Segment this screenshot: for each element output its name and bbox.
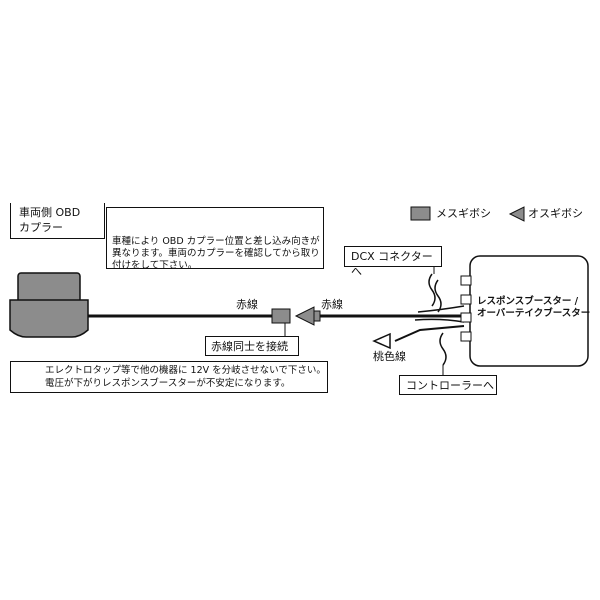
wire-label-pink: 桃色線 xyxy=(373,350,406,363)
dcx-wavy-wire xyxy=(428,273,436,307)
legend-male-label: オスギボシ xyxy=(528,207,583,220)
caution-tap-box: エレクトロタップ等で他の機器に 12V を分岐させないで下さい。 電圧が下がりレ… xyxy=(10,361,328,393)
vehicle-obd-coupler xyxy=(9,272,89,338)
booster-label: レスポンスブースター / オーバーテイクブースター xyxy=(477,296,591,320)
caution-coupler-line1: 車種により OBD カプラー位置と差し込み向きが xyxy=(112,236,320,247)
booster-label-line2: オーバーテイクブースター xyxy=(477,308,591,319)
legend-female-swatch xyxy=(410,206,431,221)
vehicle-coupler-label-box: 車両側 OBD カプラー xyxy=(10,203,105,239)
caution-tap-line1: エレクトロタップ等で他の機器に 12V を分岐させないで下さい。 xyxy=(45,365,326,376)
male-connector-arrow xyxy=(294,306,315,326)
legend-female-label: メスギボシ xyxy=(436,207,491,220)
pink-wire-arrow-icon xyxy=(372,332,391,350)
controller-wavy-wire xyxy=(439,332,447,366)
controller-box: コントローラーへ xyxy=(399,375,497,395)
vehicle-coupler-label-line1: 車両側 OBD xyxy=(19,206,81,219)
caution-coupler-box: 車種により OBD カプラー位置と差し込み向きが 異なります。車両のカプラーを確… xyxy=(106,207,324,271)
female-connector xyxy=(271,308,291,324)
pink-wire xyxy=(394,325,465,342)
caution-coupler-line3: 付けをして下さい。 xyxy=(112,260,198,271)
wire-label-red-left: 赤線 xyxy=(236,298,258,311)
connect-note-box: 赤線同士を接続 xyxy=(205,336,299,356)
caution-tap-line2: 電圧が下がりレスポンスブースターが不安定になります。 xyxy=(45,378,291,389)
booster-label-line1: レスポンスブースター / xyxy=(477,296,579,307)
booster-unit xyxy=(469,255,589,367)
vehicle-coupler-label-line2: カプラー xyxy=(19,221,63,234)
legend-male-arrow-icon xyxy=(508,206,525,222)
caution-coupler-line2: 異なります。車両のカプラーを確認してから取り xyxy=(112,248,320,259)
wire-label-red-right: 赤線 xyxy=(321,298,343,311)
dcx-connector-box: DCX コネクターへ xyxy=(344,246,442,278)
